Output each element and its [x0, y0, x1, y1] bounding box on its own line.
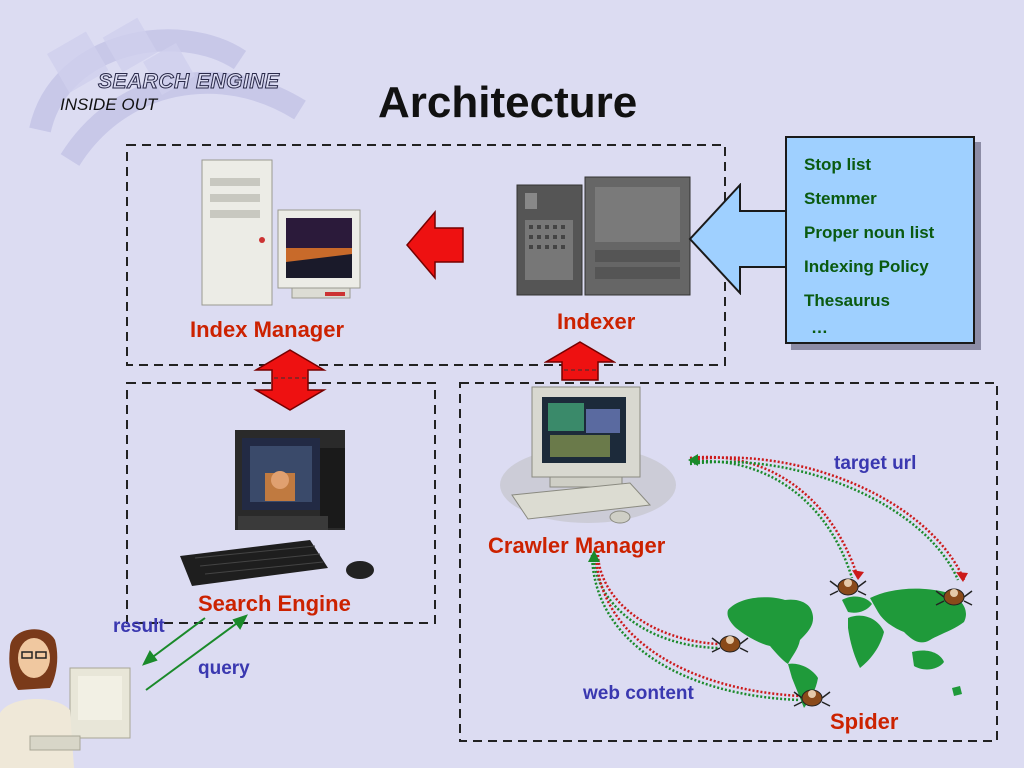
- index-manager-label: Index Manager: [190, 317, 345, 342]
- web-content-link-2b: [590, 554, 801, 702]
- arrowhead: [588, 550, 600, 562]
- page-title: Architecture: [378, 78, 638, 127]
- target-url-label: target url: [834, 453, 917, 474]
- index-manager-search-engine-arrow: [253, 349, 327, 411]
- web-content-link-2: [594, 554, 801, 698]
- web-content-link-1b: [592, 554, 719, 650]
- indexer-input-item: Indexing Policy: [804, 257, 929, 276]
- spider-icon: [711, 635, 749, 653]
- web-content-label: web content: [583, 683, 694, 704]
- web-content-link-1: [596, 554, 719, 646]
- target-url-link-2: [689, 456, 966, 581]
- result-arrow: [145, 617, 206, 663]
- indexer-to-index-manager-arrow: [406, 210, 464, 280]
- indexer-inputs-box: Stop list Stemmer Proper noun list Index…: [785, 136, 975, 344]
- crawler-manager-computer-icon: [500, 386, 676, 524]
- arrowhead: [688, 454, 698, 466]
- query-label: query: [198, 658, 250, 679]
- spider-icon: [935, 588, 973, 606]
- user-at-computer-icon: [0, 629, 131, 768]
- indexer-inputs-arrow: [688, 183, 787, 295]
- result-label: result: [113, 616, 165, 637]
- indexer-input-item: Stop list: [804, 155, 872, 174]
- arrowhead: [142, 650, 158, 666]
- crawler-to-indexer-arrow: [544, 341, 616, 381]
- indexer-input-item: Stemmer: [804, 189, 877, 208]
- arrowhead: [232, 614, 248, 630]
- target-url-link-1: [689, 455, 860, 579]
- query-arrow: [145, 617, 245, 691]
- crawler-group-frame: [459, 382, 998, 742]
- spider-label: Spider: [830, 709, 899, 734]
- brand-line-1: SEARCH ENGINE: [98, 70, 280, 94]
- crawler-manager-label: Crawler Manager: [488, 533, 666, 558]
- index-manager-computer-icon: [201, 159, 361, 306]
- indexer-input-item: Thesaurus: [804, 291, 890, 310]
- indexer-input-item: …: [811, 318, 828, 337]
- search-engine-label: Search Engine: [198, 591, 351, 616]
- spider-icon: [793, 689, 831, 707]
- search-engine-computer-icon: [180, 430, 374, 586]
- arrowhead: [852, 570, 864, 580]
- spider-icon: [829, 578, 867, 596]
- indexer-server-icon: [516, 176, 691, 296]
- indexer-input-item: Proper noun list: [804, 223, 935, 242]
- brand-line-2: INSIDE OUT: [60, 95, 158, 114]
- arrowhead: [956, 572, 968, 582]
- indexer-label: Indexer: [557, 309, 636, 334]
